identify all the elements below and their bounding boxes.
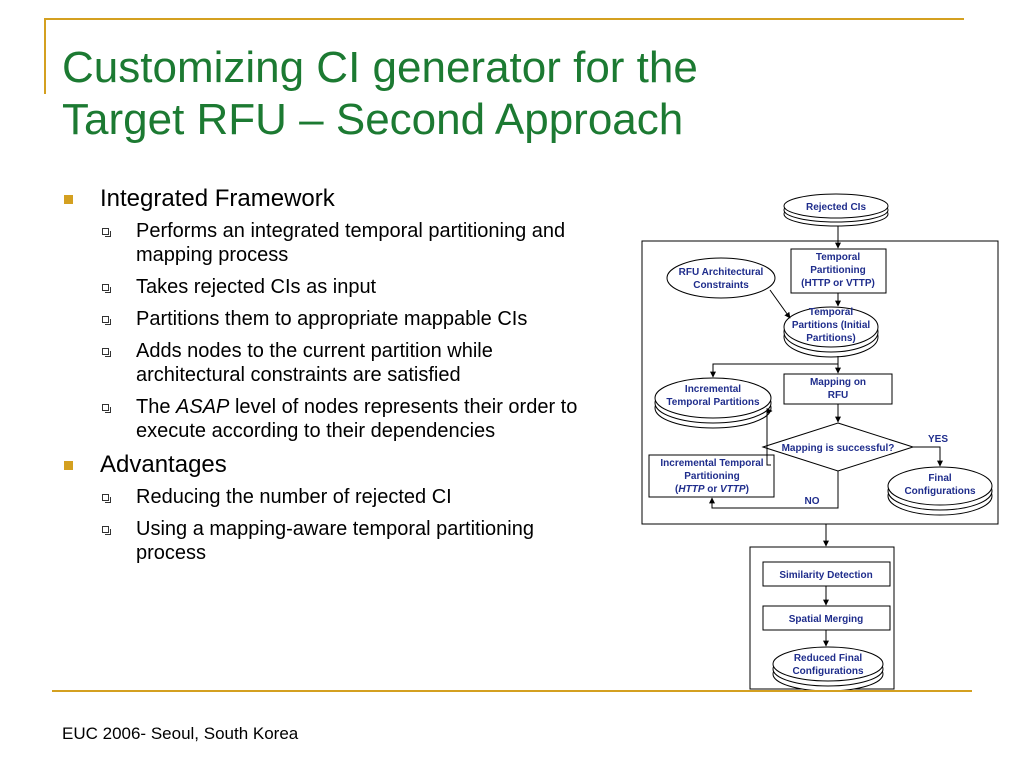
temporal-partitions-node: Temporal Partitions (Initial Partitions) — [783, 306, 879, 358]
sub-bullet: The ASAP level of nodes represents their… — [62, 395, 602, 443]
sub-bullet-text: Performs an integrated temporal partitio… — [136, 220, 566, 266]
svg-text:Partitions): Partitions) — [806, 333, 855, 344]
sub-bullet-text: Adds nodes to the current partition whil… — [136, 340, 493, 386]
hollow-square-bullet-icon — [102, 228, 111, 237]
slide-footer: EUC 2006- Seoul, South Korea — [62, 724, 299, 743]
no-label: NO — [805, 496, 820, 507]
svg-text:Partitioning: Partitioning — [810, 265, 866, 276]
incremental-partitions-node: Incremental Temporal Partitions — [654, 377, 772, 429]
svg-text:Incremental: Incremental — [685, 384, 741, 395]
hollow-square-bullet-icon — [102, 526, 111, 535]
sub-bullet: Takes rejected CIs as input — [62, 275, 602, 299]
yes-label: YES — [928, 434, 948, 445]
svg-text:RFU: RFU — [828, 390, 849, 401]
framework-frame — [641, 240, 999, 525]
sub-bullet: Partitions them to appropriate mappable … — [62, 307, 602, 331]
incremental-partitioning-node: Incremental Temporal Partitioning (HTTP … — [648, 454, 775, 498]
connectors — [709, 226, 943, 647]
mapping-on-rfu-node: Mapping on RFU — [783, 373, 893, 405]
final-configurations-node: Final Configurations — [887, 466, 993, 516]
hollow-square-bullet-icon — [102, 284, 111, 293]
bullet-list: Integrated Framework Performs an integra… — [62, 185, 602, 573]
svg-text:Mapping on: Mapping on — [810, 377, 866, 388]
bottom-rule — [52, 690, 972, 692]
hollow-square-bullet-icon — [102, 316, 111, 325]
svg-text:RFU Architectural: RFU Architectural — [679, 267, 764, 278]
title-line-2: Target RFU – Second Approach — [62, 95, 684, 144]
hollow-square-bullet-icon — [102, 494, 111, 503]
svg-text:Reduced Final: Reduced Final — [794, 653, 863, 664]
temporal-partitioning-node: Temporal Partitioning (HTTP or VTTP) — [790, 248, 887, 294]
spatial-merging-node: Spatial Merging — [762, 605, 891, 631]
svg-text:Constraints: Constraints — [693, 280, 749, 291]
svg-text:Partitions (Initial: Partitions (Initial — [792, 320, 871, 331]
svg-text:Temporal Partitions: Temporal Partitions — [666, 397, 760, 408]
sub-bullet-text: Reducing the number of rejected CI — [136, 486, 452, 508]
square-bullet-icon — [64, 195, 73, 204]
hollow-square-bullet-icon — [102, 348, 111, 357]
bullet-text: Integrated Framework — [100, 185, 335, 212]
svg-text:Temporal: Temporal — [809, 307, 853, 318]
sub-bullet-text: Using a mapping-aware temporal partition… — [136, 518, 534, 564]
left-rule — [44, 18, 46, 94]
slide-title: Customizing CI generator for the Target … — [62, 42, 962, 146]
svg-text:Configurations: Configurations — [792, 666, 864, 677]
bullet-advantages: Advantages — [62, 451, 602, 479]
rejected-cis-node: Rejected CIs — [783, 193, 889, 227]
svg-text:Similarity Detection: Similarity Detection — [779, 570, 872, 581]
hollow-square-bullet-icon — [102, 404, 111, 413]
svg-text:(HTTP or VTTP): (HTTP or VTTP) — [675, 484, 749, 495]
square-bullet-icon — [64, 461, 73, 470]
bullet-text: Advantages — [100, 451, 227, 478]
rfu-constraints-node: RFU Architectural Constraints — [666, 257, 776, 299]
sub-bullet: Adds nodes to the current partition whil… — [62, 339, 602, 387]
rejected-cis-label: Rejected CIs — [806, 202, 866, 213]
top-rule — [44, 18, 964, 20]
svg-text:(HTTP or VTTP): (HTTP or VTTP) — [801, 278, 875, 289]
similarity-detection-node: Similarity Detection — [762, 561, 891, 587]
sub-bullet: Reducing the number of rejected CI — [62, 485, 602, 509]
sub-bullet-text: Takes rejected CIs as input — [136, 276, 377, 298]
svg-text:Final: Final — [928, 473, 952, 484]
svg-text:Temporal: Temporal — [816, 252, 860, 263]
svg-text:Spatial Merging: Spatial Merging — [789, 614, 863, 625]
svg-text:Partitioning: Partitioning — [684, 471, 740, 482]
title-line-1: Customizing CI generator for the — [62, 43, 698, 92]
bullet-integrated-framework: Integrated Framework — [62, 185, 602, 213]
svg-text:Incremental Temporal: Incremental Temporal — [660, 458, 763, 469]
reduced-final-node: Reduced Final Configurations — [772, 646, 884, 692]
svg-text:Mapping is successful?: Mapping is successful? — [782, 443, 895, 454]
sub-bullet: Using a mapping-aware temporal partition… — [62, 517, 602, 565]
asap-term: ASAP — [176, 396, 230, 418]
sub-bullet-text: Partitions them to appropriate mappable … — [136, 308, 528, 330]
mapping-decision-node: Mapping is successful? — [761, 422, 915, 472]
svg-text:Configurations: Configurations — [904, 486, 976, 497]
sub-bullet: Performs an integrated temporal partitio… — [62, 219, 602, 267]
